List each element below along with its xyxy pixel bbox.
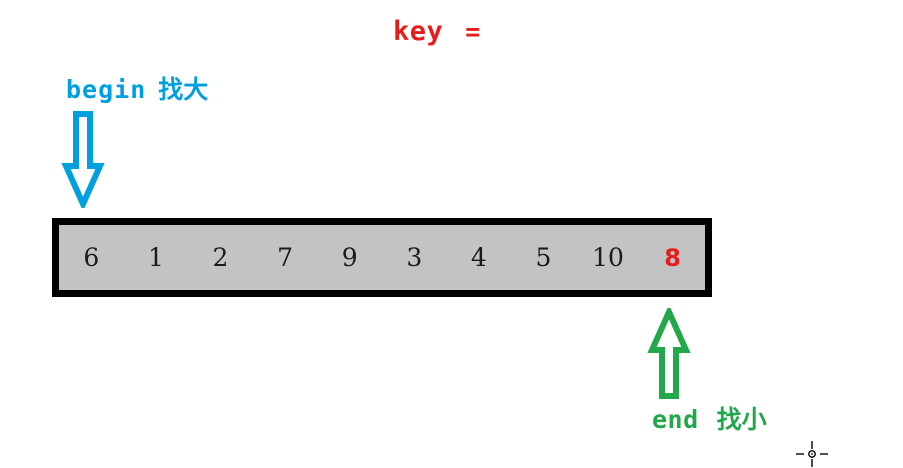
key-title-equals: =	[465, 17, 481, 46]
array-cell: 9	[341, 243, 358, 272]
key-title: key =	[393, 16, 481, 47]
begin-marker-latin-label: begin	[66, 75, 147, 104]
arrow-down-outline-icon	[61, 111, 105, 208]
begin-marker-label: begin 找大	[66, 70, 208, 106]
array-cell: 7	[277, 243, 294, 272]
array-cell: 6	[83, 243, 100, 272]
crosshair-cursor-icon	[796, 441, 828, 467]
array-cell: 5	[535, 243, 552, 272]
end-marker-latin-label: end	[652, 405, 699, 434]
array-cell-key: 8	[664, 243, 681, 272]
array-cell: 2	[212, 243, 229, 272]
key-title-label: key	[393, 16, 444, 47]
arrow-up-outline-icon	[647, 308, 691, 399]
array-container: 6 1 2 7 9 3 4 5 10 8	[52, 218, 712, 297]
array-cell: 1	[147, 243, 164, 272]
end-marker-label: end 找小	[652, 400, 767, 436]
array-cell: 3	[406, 243, 423, 272]
begin-marker-cjk-label: 找大	[158, 75, 209, 104]
array-cell: 10	[592, 243, 624, 272]
end-marker-cjk-label: 找小	[716, 405, 767, 434]
array-cell: 4	[470, 243, 487, 272]
